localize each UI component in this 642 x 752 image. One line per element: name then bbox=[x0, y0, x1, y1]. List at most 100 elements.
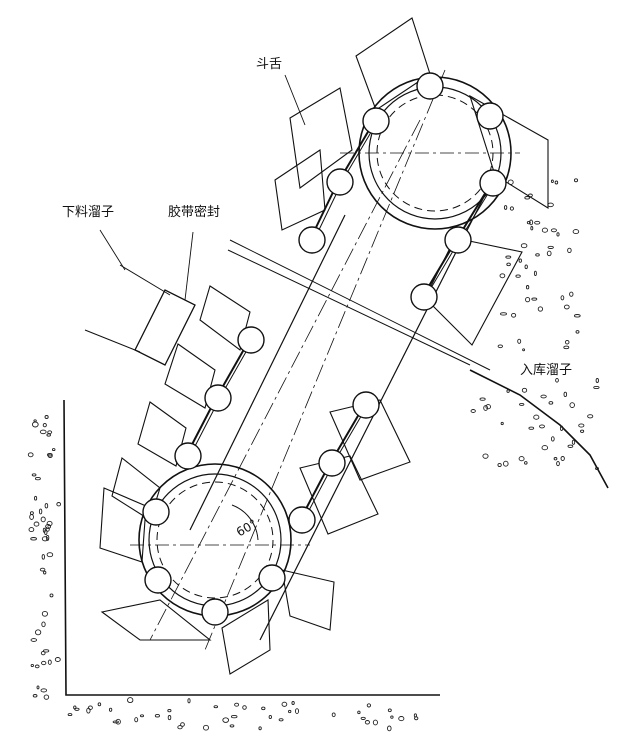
gravel-speck bbox=[242, 705, 247, 710]
center-axis bbox=[149, 119, 421, 641]
gravel-speck bbox=[180, 722, 185, 727]
gravel-speck bbox=[573, 314, 581, 318]
gravel-speck bbox=[390, 715, 394, 719]
gravel-speck bbox=[556, 461, 560, 467]
gravel-speck bbox=[46, 552, 54, 558]
gravel-speck bbox=[548, 401, 554, 405]
gravel-speck bbox=[509, 206, 514, 211]
elevator-frame bbox=[149, 69, 496, 651]
gravel-speck bbox=[34, 476, 41, 481]
gravel-speck bbox=[414, 716, 419, 721]
gravel-speck bbox=[42, 422, 47, 428]
gravel-speck bbox=[546, 250, 552, 257]
roller-joint bbox=[258, 564, 286, 592]
feed-chute-bottom bbox=[84, 329, 141, 353]
gravel-speck bbox=[571, 439, 576, 445]
gravel-speck bbox=[497, 344, 503, 349]
gravel-speck bbox=[563, 304, 570, 310]
bucket bbox=[221, 599, 271, 675]
bucket bbox=[164, 343, 216, 409]
feed-chute bbox=[84, 264, 196, 366]
top-sprocket bbox=[340, 76, 520, 230]
gravel-speck bbox=[67, 713, 73, 717]
roller-joint bbox=[416, 72, 444, 100]
gravel-speck bbox=[281, 701, 288, 707]
gravel-speck bbox=[97, 702, 102, 707]
gravel-speck bbox=[506, 262, 511, 267]
gravel-speck bbox=[525, 296, 531, 303]
label-feed-chute: 下料溜子 bbox=[62, 205, 115, 220]
bucket bbox=[469, 94, 549, 209]
gravel-speck bbox=[139, 714, 145, 718]
gravel-speck bbox=[572, 229, 580, 235]
gravel-speck bbox=[366, 703, 372, 708]
gravel-speck bbox=[294, 708, 300, 714]
gravel-speck bbox=[554, 180, 559, 185]
gravel-speck bbox=[31, 473, 37, 477]
gravel-speck bbox=[398, 716, 405, 722]
roller-joint bbox=[204, 384, 232, 412]
gravel-speck bbox=[203, 724, 209, 731]
gravel-speck bbox=[526, 220, 531, 225]
gravel-speck bbox=[387, 725, 392, 732]
roller-joint bbox=[410, 283, 438, 311]
angle-arc bbox=[231, 504, 259, 541]
gravel-speck bbox=[30, 663, 34, 668]
gravel-speck bbox=[567, 444, 574, 448]
gravel-speck bbox=[500, 421, 504, 426]
gravel-speck bbox=[34, 664, 40, 669]
gravel-speck bbox=[40, 516, 46, 523]
center-axis-2 bbox=[204, 69, 446, 651]
gravel-speck bbox=[533, 270, 537, 277]
gravel-speck bbox=[127, 697, 134, 704]
gravel-speck bbox=[41, 660, 47, 666]
gravel-speck bbox=[44, 503, 49, 509]
gravel-speck bbox=[49, 593, 54, 598]
gravel-speck bbox=[39, 567, 46, 572]
leader-belt-seal bbox=[184, 231, 194, 301]
bottom-sprocket-pitch bbox=[156, 481, 274, 599]
gravel-speck bbox=[29, 514, 34, 520]
gravel-speck bbox=[533, 414, 540, 420]
gravel-speck bbox=[522, 348, 526, 352]
roller-joint bbox=[237, 326, 265, 354]
seal-line-b bbox=[227, 249, 471, 366]
gravel-speck bbox=[357, 710, 361, 715]
gravel-speck bbox=[31, 421, 39, 428]
gravel-speck bbox=[331, 712, 336, 718]
gravel-speck bbox=[364, 720, 370, 725]
gravel-speck bbox=[541, 445, 549, 451]
gravel-speck bbox=[530, 226, 534, 231]
gravel-speck bbox=[54, 657, 61, 662]
gravel-speck bbox=[511, 312, 517, 318]
gravel-speck bbox=[567, 247, 572, 254]
roller-joint bbox=[479, 169, 507, 197]
gravel-speck bbox=[41, 621, 46, 628]
gravel-speck bbox=[134, 717, 139, 723]
gravel-speck bbox=[479, 397, 486, 401]
gravel-speck bbox=[547, 245, 554, 249]
gravel-speck bbox=[578, 423, 585, 428]
gravel-speck bbox=[32, 694, 38, 698]
bucket bbox=[281, 569, 335, 631]
gravel-speck bbox=[569, 402, 575, 408]
gravel-speck bbox=[573, 178, 579, 183]
gravel-speck bbox=[187, 698, 191, 704]
gravel-speck bbox=[497, 462, 502, 468]
gravel-speck bbox=[261, 706, 266, 711]
gravel-speck bbox=[524, 196, 531, 200]
gravel-speck bbox=[517, 338, 522, 344]
roller-joint bbox=[318, 449, 346, 477]
gravel-speck bbox=[540, 394, 547, 399]
gravel-speck bbox=[550, 228, 557, 233]
gravel-speck bbox=[521, 387, 528, 393]
gravel-speck bbox=[41, 610, 48, 617]
bucket bbox=[274, 149, 326, 231]
gravel-speck bbox=[505, 255, 512, 259]
gravel-speck bbox=[547, 202, 554, 208]
gravel-speck bbox=[167, 715, 172, 721]
label-belt-seal: 胶带密封 bbox=[168, 205, 221, 220]
roller-joint bbox=[142, 498, 170, 526]
gravel-speck bbox=[387, 708, 392, 713]
